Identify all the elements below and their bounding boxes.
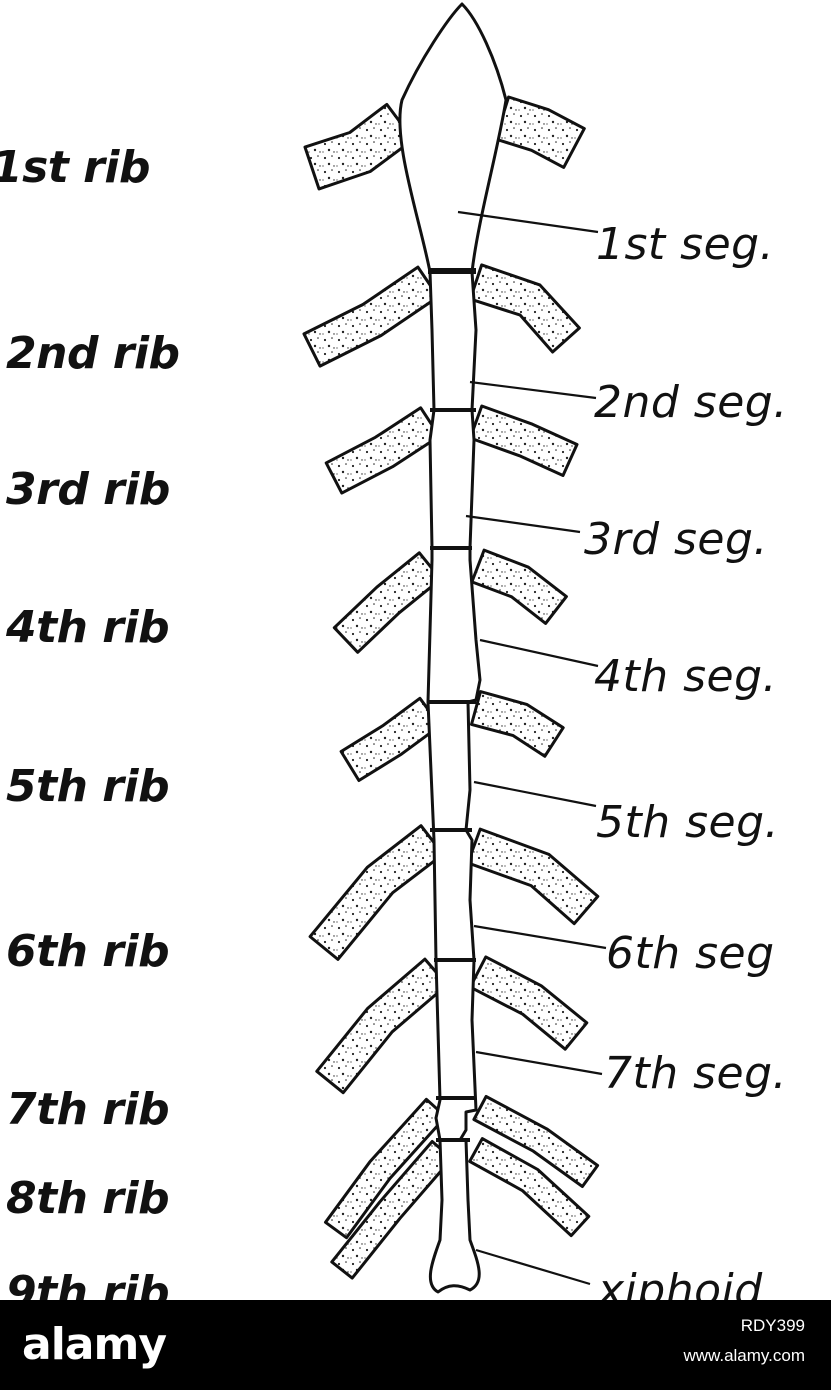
rib-4-left-cartilage	[332, 551, 443, 654]
segment-5-leader	[473, 780, 597, 808]
xiphoid-leader	[475, 1248, 591, 1286]
segment-2-leader	[469, 380, 597, 400]
rib-1-left-cartilage	[303, 102, 415, 191]
rib-label-8: 8th rib	[6, 1173, 170, 1224]
rib-label-9: 9th rib	[6, 1267, 170, 1301]
rib-2-right-cartilage	[468, 263, 581, 354]
rib-label-1: 1st rib	[0, 142, 150, 193]
segment-4-leader	[479, 638, 599, 668]
segment-label-3: 3rd seg.	[584, 514, 768, 565]
segment-7-leader	[475, 1050, 603, 1076]
rib-6-right-cartilage	[466, 827, 600, 926]
rib-4-right-cartilage	[470, 548, 568, 625]
intersegment-joints	[428, 268, 476, 1142]
rib-9-left-cartilage	[330, 1140, 454, 1280]
segment-6-leader	[473, 924, 607, 950]
segment-label-1: 1st seg.	[596, 219, 775, 270]
sternum	[398, 2, 508, 1294]
rib-label-5: 5th rib	[6, 761, 170, 812]
segment-label-5: 5th seg.	[596, 797, 780, 848]
segment-3-leader	[465, 514, 581, 534]
costal-cartilages	[302, 95, 600, 1280]
rib-label-2: 2nd rib	[6, 328, 180, 379]
manubrium	[398, 2, 508, 274]
sternum-diagram: 1st rib 2nd rib 3rd rib 4th rib 5th rib …	[0, 2, 788, 1301]
segment-label-2: 2nd seg.	[594, 377, 788, 428]
rib-5-right-cartilage	[470, 690, 565, 758]
segment-label-4: 4th seg.	[594, 651, 778, 702]
segment-label-6: 6th seg	[606, 928, 775, 979]
xiphoid-process	[428, 1138, 481, 1294]
rib-7-left-cartilage	[315, 957, 449, 1095]
segment-label-7: 7th seg.	[604, 1048, 788, 1099]
rib-6-left-cartilage	[308, 824, 445, 961]
rib-3-left-cartilage	[324, 406, 441, 495]
rib-5-left-cartilage	[339, 696, 442, 782]
rib-2-left-cartilage	[302, 265, 440, 368]
alamy-logo: alamy	[22, 1319, 167, 1370]
image-id: RDY399	[740, 1316, 805, 1335]
segment-1-leader	[457, 210, 599, 234]
segment-leader-lines	[457, 210, 607, 1286]
xiphoid-label: xiphoid	[598, 1265, 763, 1301]
footer-url: www.alamy.com	[683, 1346, 805, 1365]
sternum-illustration	[302, 2, 607, 1294]
rib-3-right-cartilage	[468, 404, 579, 477]
watermark-footer: alamy RDY399 www.alamy.com	[0, 1300, 831, 1390]
rib-7-right-cartilage	[468, 955, 589, 1051]
rib-label-6: 6th rib	[6, 926, 170, 977]
rib-9-right-cartilage	[468, 1137, 591, 1238]
rib-label-3: 3rd rib	[6, 464, 170, 515]
rib-8-left-cartilage	[324, 1097, 448, 1240]
rib-8-right-cartilage	[472, 1095, 600, 1188]
sternum-body	[426, 270, 482, 1142]
rib-label-4: 4th rib	[6, 602, 170, 653]
rib-label-7: 7th rib	[6, 1084, 170, 1135]
rib-1-right-cartilage	[493, 95, 586, 169]
